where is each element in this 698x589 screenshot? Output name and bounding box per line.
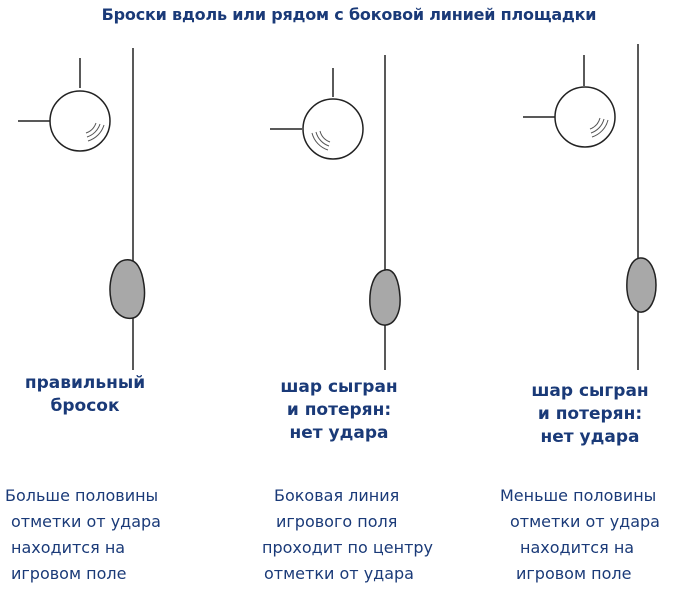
description-line: находится на: [11, 538, 126, 557]
panel-2-description: Боковая линия игрового поля проходит по …: [262, 483, 472, 587]
panel-1-verdict: правильный бросок: [24, 373, 146, 416]
description-line: Меньше половины: [500, 486, 657, 505]
panel-1-ball: [49, 90, 111, 152]
diagram-title: Броски вдоль или рядом с боковой линией …: [101, 5, 597, 24]
panel-2-drawing: [270, 55, 401, 370]
panel-3-ball-shine: [590, 118, 605, 134]
description-line: проходит по центру: [262, 538, 434, 557]
panel-2-verdict: шар сыгран и потерян: нет удара: [280, 377, 398, 443]
panel-1-ball-shine: [87, 124, 105, 142]
panel-3-ball-shine: [591, 119, 609, 138]
description-line: игрового поля: [276, 512, 398, 531]
panel-1-drawing: [18, 48, 146, 370]
panel-3-drawing: [523, 44, 657, 370]
panel-2-impact-mark: [369, 269, 401, 326]
panel-3-verdict: шар сыгран и потерян: нет удара: [531, 381, 649, 447]
panel-2-ball-shine: [315, 131, 330, 147]
panel-2-ball-shine: [311, 132, 329, 151]
panel-2-ball-shine: [319, 130, 331, 143]
panel-3-impact-mark: [626, 257, 657, 313]
description-line: отметки от удара: [510, 512, 660, 531]
panel-1-impact-mark: [109, 259, 146, 320]
description-line: Больше половины: [5, 486, 159, 505]
panel-3-description: Меньше половины отметки от удара находит…: [500, 483, 698, 587]
description-line: отметки от удара: [264, 564, 414, 583]
panel-1-description: Больше половины отметки от удара находит…: [5, 483, 215, 587]
description-line: отметки от удара: [11, 512, 161, 531]
panel-1-ball-shine: [86, 123, 101, 138]
description-line: находится на: [520, 538, 635, 557]
panel-3-ball: [554, 86, 616, 148]
description-line: игровом поле: [11, 564, 127, 583]
panel-2-ball: [302, 98, 364, 160]
description-line: игровом поле: [516, 564, 632, 583]
description-line: Боковая линия: [274, 486, 400, 505]
panel-1-ball-shine: [85, 122, 97, 134]
panel-3-ball-shine: [589, 117, 601, 130]
